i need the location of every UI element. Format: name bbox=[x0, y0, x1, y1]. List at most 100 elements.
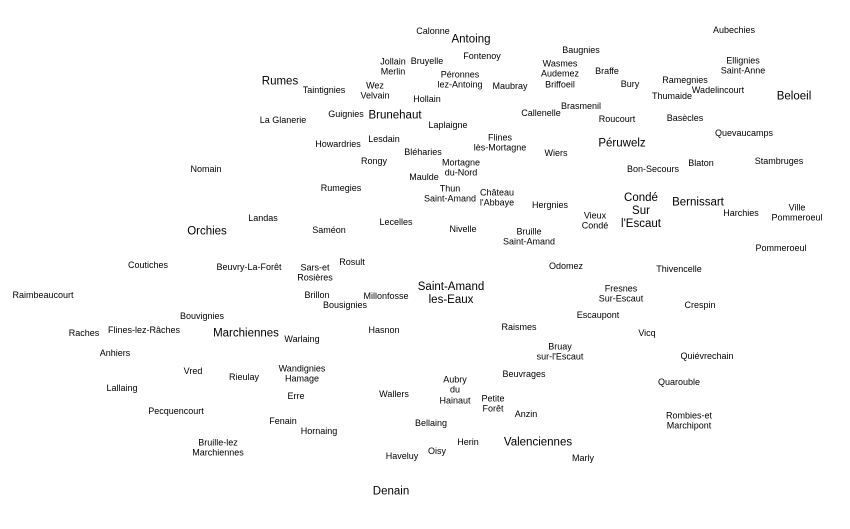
place-label: Anhiers bbox=[99, 347, 131, 358]
place-label: Taintignies bbox=[302, 84, 346, 95]
place-label: Quarouble bbox=[657, 376, 701, 387]
place-label: Beuvrages bbox=[502, 368, 546, 379]
place-label: Howardries bbox=[315, 138, 361, 149]
place-label: Antoing bbox=[451, 33, 491, 46]
place-label: Sars-et Rosières bbox=[297, 262, 333, 283]
place-label: Stambruges bbox=[754, 155, 804, 166]
place-label: Maubray bbox=[492, 80, 528, 91]
place-label: Aubry du Hainaut bbox=[439, 374, 471, 406]
place-label: Anzin bbox=[514, 408, 538, 419]
place-label: Landas bbox=[248, 212, 278, 223]
place-label: Brunehaut bbox=[368, 109, 422, 122]
place-label: Beuvry-La-Forêt bbox=[216, 261, 282, 272]
place-label: Wandignies Hamage bbox=[278, 363, 326, 384]
place-label: Saint-Amand les-Eaux bbox=[417, 280, 485, 306]
place-label: Roucourt bbox=[598, 113, 636, 124]
place-label: Wadelincourt bbox=[691, 84, 745, 95]
place-label: Bouvignies bbox=[179, 310, 225, 321]
place-label: Bernissart bbox=[672, 196, 724, 209]
place-label: Nomain bbox=[190, 163, 222, 174]
place-label: Condé Sur l'Escaut bbox=[621, 192, 661, 231]
place-label: Bléharies bbox=[404, 146, 442, 157]
place-label: Hergnies bbox=[531, 199, 569, 210]
place-label: Bruay sur-l'Escaut bbox=[536, 341, 584, 362]
place-label: Bon-Secours bbox=[626, 163, 680, 174]
place-label: Ellignies Saint-Anne bbox=[720, 55, 766, 76]
place-label: Millonfosse bbox=[363, 290, 409, 301]
place-label: Fresnes Sur-Escaut bbox=[598, 283, 644, 304]
place-label: Lesdain bbox=[368, 133, 400, 144]
place-label: Petite Forêt bbox=[481, 393, 505, 414]
place-label: Ville Pommeroeul bbox=[771, 202, 823, 223]
place-label: Wasmes Audemez Briffoeil bbox=[540, 58, 580, 90]
place-label: Pommeroeul bbox=[755, 242, 807, 253]
place-label: Quevaucamps bbox=[714, 127, 774, 138]
place-label: Oisy bbox=[428, 445, 446, 456]
place-label: Rongy bbox=[360, 155, 388, 166]
place-label: Guignies bbox=[328, 108, 364, 119]
place-label: Fenain bbox=[269, 415, 297, 426]
place-label: Marchiennes bbox=[213, 327, 279, 340]
place-label: Raimbeaucourt bbox=[12, 289, 74, 300]
place-label: Laplaigne bbox=[428, 119, 468, 130]
place-label: Flines lès-Mortagne bbox=[473, 132, 527, 153]
place-label: Valenciennes bbox=[503, 436, 573, 449]
place-label: Thun Saint-Amand bbox=[423, 183, 477, 204]
place-label: Warlaing bbox=[284, 333, 320, 344]
place-label: Jollain Merlin bbox=[380, 56, 406, 77]
place-label: Crespin bbox=[684, 299, 716, 310]
place-label: Vieux Condé bbox=[581, 210, 609, 231]
place-label: Hollain bbox=[413, 93, 441, 104]
place-label: Lecelles bbox=[379, 216, 413, 227]
place-label: Péruwelz bbox=[598, 137, 646, 150]
place-label: Hornaing bbox=[300, 425, 338, 436]
place-label: Bruille Saint-Amand bbox=[502, 226, 556, 247]
place-label: Braffe bbox=[595, 65, 619, 76]
place-label: Saméon bbox=[312, 224, 346, 235]
place-label: Bruille-lez Marchiennes bbox=[192, 437, 244, 458]
place-label: Bellaing bbox=[414, 417, 448, 428]
place-label: Pecquencourt bbox=[148, 405, 204, 416]
place-label: Brasmenil bbox=[560, 100, 602, 111]
place-label: Quiévrechain bbox=[680, 350, 734, 361]
place-label: Beloeil bbox=[776, 90, 812, 103]
place-label: Raismes bbox=[501, 321, 537, 332]
place-label: Vred bbox=[183, 365, 203, 376]
place-label: Calonne bbox=[416, 25, 450, 36]
place-label: Marly bbox=[572, 452, 594, 463]
place-label: Maulde bbox=[409, 171, 439, 182]
place-label: Baugnies bbox=[562, 44, 600, 55]
place-label: Hasnon bbox=[368, 324, 400, 335]
place-label: Château l'Abbaye bbox=[479, 187, 515, 208]
place-label: Nivelle bbox=[449, 223, 477, 234]
place-label: Ramegnies bbox=[662, 74, 708, 85]
place-label: Basècles bbox=[666, 112, 704, 123]
place-label: Haveluy bbox=[385, 450, 419, 461]
place-label: Rumes bbox=[261, 75, 299, 88]
place-label: Wez Velvain bbox=[360, 80, 390, 101]
place-label: Odomez bbox=[548, 260, 584, 271]
place-label: Harchies bbox=[723, 207, 759, 218]
place-label: Péronnes lez-Antoing bbox=[437, 69, 483, 90]
place-label: Bruyelle bbox=[410, 55, 444, 66]
place-label: La Glanerie bbox=[259, 114, 307, 125]
place-label: Mortagne du-Nord bbox=[441, 157, 481, 178]
place-label: Rombies-et Marchipont bbox=[665, 410, 713, 431]
place-label: Aubechies bbox=[712, 24, 756, 35]
place-label: Fontenoy bbox=[463, 50, 501, 61]
place-label: Coutiches bbox=[127, 259, 169, 270]
place-label: Flines-lez-Râches bbox=[107, 324, 181, 335]
place-label: Wiers bbox=[544, 147, 568, 158]
place-label: Rosult bbox=[339, 256, 365, 267]
place-label: Rieulay bbox=[228, 371, 260, 382]
place-label: Vicq bbox=[638, 327, 656, 338]
place-label: Herin bbox=[457, 436, 479, 447]
place-label: Callenelle bbox=[521, 107, 561, 118]
place-label: Erre bbox=[287, 390, 305, 401]
place-label: Bury bbox=[620, 78, 640, 89]
place-label: Bousignies bbox=[322, 299, 368, 310]
place-label: Wallers bbox=[379, 388, 409, 399]
place-label: Blaton bbox=[688, 157, 714, 168]
place-label: Thivencelle bbox=[656, 263, 702, 274]
